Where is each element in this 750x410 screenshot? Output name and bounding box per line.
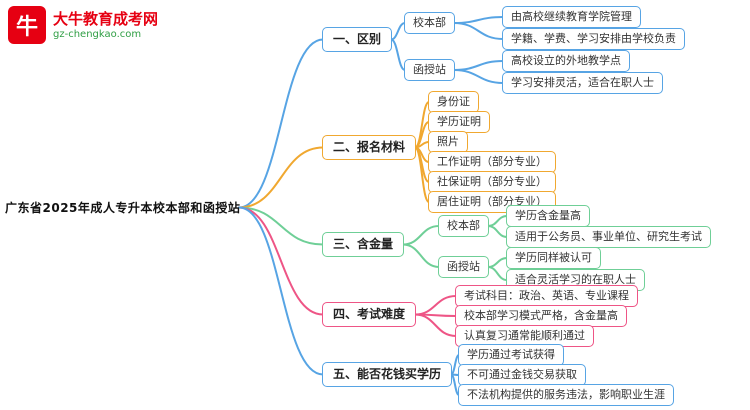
- leaf-node: 社保证明（部分专业）: [428, 171, 556, 193]
- bull-glyph: 牛: [15, 15, 38, 40]
- sub-node: 校本部: [404, 12, 455, 34]
- leaf-node: 学历通过考试获得: [458, 344, 564, 366]
- sub-node: 校本部: [438, 215, 489, 237]
- bull-logo-icon: 牛: [8, 6, 46, 44]
- site-logo: 牛 大牛教育成考网 gz-chengkao.com: [8, 6, 158, 44]
- sub-node: 函授站: [438, 256, 489, 278]
- leaf-node: 学历同样被认可: [506, 247, 601, 269]
- branch-node: 二、报名材料: [322, 134, 417, 160]
- leaf-node: 学历证明: [428, 111, 490, 133]
- leaf-node: 考试科目：政治、英语、专业课程: [455, 285, 638, 307]
- leaf-node: 学籍、学费、学习安排由学校负责: [502, 28, 685, 50]
- leaf-node: 适用于公务员、事业单位、研究生考试: [506, 226, 711, 248]
- branch-node: 一、区别: [322, 26, 393, 52]
- leaf-node: 高校设立的外地教学点: [502, 50, 630, 72]
- branch-node: 四、考试难度: [322, 301, 417, 327]
- root-topic: 广东省2025年成人专升本校本部和函授站: [5, 200, 241, 215]
- sub-node: 函授站: [404, 59, 455, 81]
- leaf-node: 工作证明（部分专业）: [428, 151, 556, 173]
- logo-title: 大牛教育成考网: [53, 9, 159, 28]
- leaf-node: 由高校继续教育学院管理: [502, 6, 641, 28]
- logo-subtitle: gz-chengkao.com: [53, 28, 142, 40]
- logo-text: 大牛教育成考网 gz-chengkao.com: [53, 10, 158, 41]
- branch-node: 五、能否花钱买学历: [322, 361, 453, 387]
- leaf-node: 学习安排灵活，适合在职人士: [502, 72, 663, 94]
- branch-node: 三、含金量: [322, 231, 405, 257]
- leaf-node: 学历含金量高: [506, 205, 590, 227]
- leaf-node: 照片: [428, 131, 468, 153]
- leaf-node: 身份证: [428, 91, 479, 113]
- leaf-node: 校本部学习模式严格，含金量高: [455, 305, 627, 327]
- leaf-node: 不可通过金钱交易获取: [458, 364, 586, 386]
- leaf-node: 不法机构提供的服务违法，影响职业生涯: [458, 384, 674, 406]
